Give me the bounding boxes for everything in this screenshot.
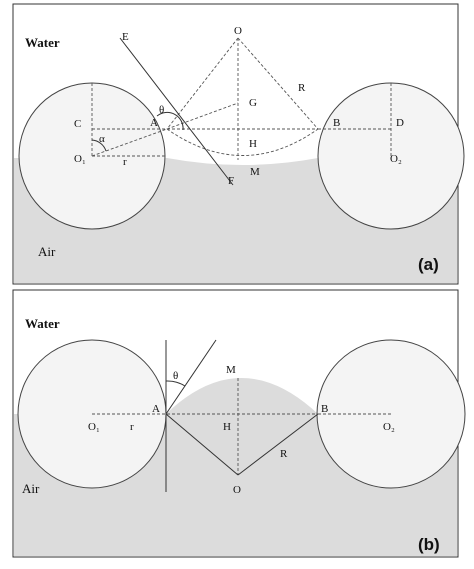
panel-b-tag: (b) bbox=[418, 535, 440, 554]
panel-b-radius-R: R bbox=[280, 448, 288, 460]
panel-a-point-E: E bbox=[122, 31, 129, 43]
panel-a-line-O1-A bbox=[91, 128, 168, 157]
panel-b: Water Air (b) θ M A B O₁ r H O₂ R O bbox=[12, 289, 466, 558]
panel-b-tangent-at-A bbox=[165, 339, 217, 415]
panel-a-tag: (a) bbox=[418, 255, 439, 274]
panel-b-point-H: H bbox=[223, 421, 231, 433]
panel-a-point-B: B bbox=[333, 117, 340, 129]
panel-a-point-G: G bbox=[249, 97, 257, 109]
panel-b-angle-theta-arc bbox=[165, 380, 186, 387]
panel-b-point-A: A bbox=[152, 403, 160, 415]
panel-a-point-H: H bbox=[249, 138, 257, 150]
panel-a-point-C: C bbox=[74, 118, 81, 130]
panel-a-air-label: Air bbox=[38, 244, 56, 259]
panel-b-water-label: Water bbox=[25, 316, 60, 331]
panel-b-point-O: O bbox=[233, 484, 241, 496]
panel-b-point-M: M bbox=[226, 364, 236, 376]
panel-b-radius-r: r bbox=[130, 421, 134, 433]
panel-b-angle-theta: θ bbox=[173, 370, 178, 382]
panel-b-line-B-O bbox=[237, 413, 319, 476]
panel-a-angle-theta: θ bbox=[159, 104, 164, 116]
panel-a-tangent-E-F bbox=[119, 37, 234, 186]
panel-b-air-label: Air bbox=[22, 481, 40, 496]
panel-a-water-label: Water bbox=[25, 35, 60, 50]
panel-a-point-O: O bbox=[234, 25, 242, 37]
panel-a-point-D: D bbox=[396, 117, 404, 129]
panel-b-point-B: B bbox=[321, 403, 328, 415]
panel-a-point-R: R bbox=[298, 82, 306, 94]
panel-a-angle-alpha-arc bbox=[91, 139, 107, 152]
panel-a-meniscus bbox=[166, 128, 319, 156]
panel-b-line-A-O bbox=[165, 413, 239, 476]
panel-a-point-A: A bbox=[150, 117, 158, 129]
panel-a-point-F: F bbox=[228, 175, 234, 187]
panel-a: Water Air (a) O E R G θ C A B D α H O₁ r… bbox=[12, 3, 465, 285]
panel-a-point-O1: O₁ bbox=[74, 153, 86, 165]
panel-a-angle-theta-arc bbox=[156, 111, 184, 131]
panel-a-line-O-B bbox=[237, 37, 319, 130]
panel-a-radius-r: r bbox=[123, 156, 127, 168]
panel-b-point-O1: O₁ bbox=[88, 421, 100, 433]
panel-a-point-O2: O₂ bbox=[390, 153, 402, 165]
panel-b-point-O2: O₂ bbox=[383, 421, 395, 433]
panel-a-angle-alpha: α bbox=[99, 133, 105, 145]
panel-a-line-A-G bbox=[166, 102, 239, 130]
panel-a-point-M: M bbox=[250, 166, 260, 178]
